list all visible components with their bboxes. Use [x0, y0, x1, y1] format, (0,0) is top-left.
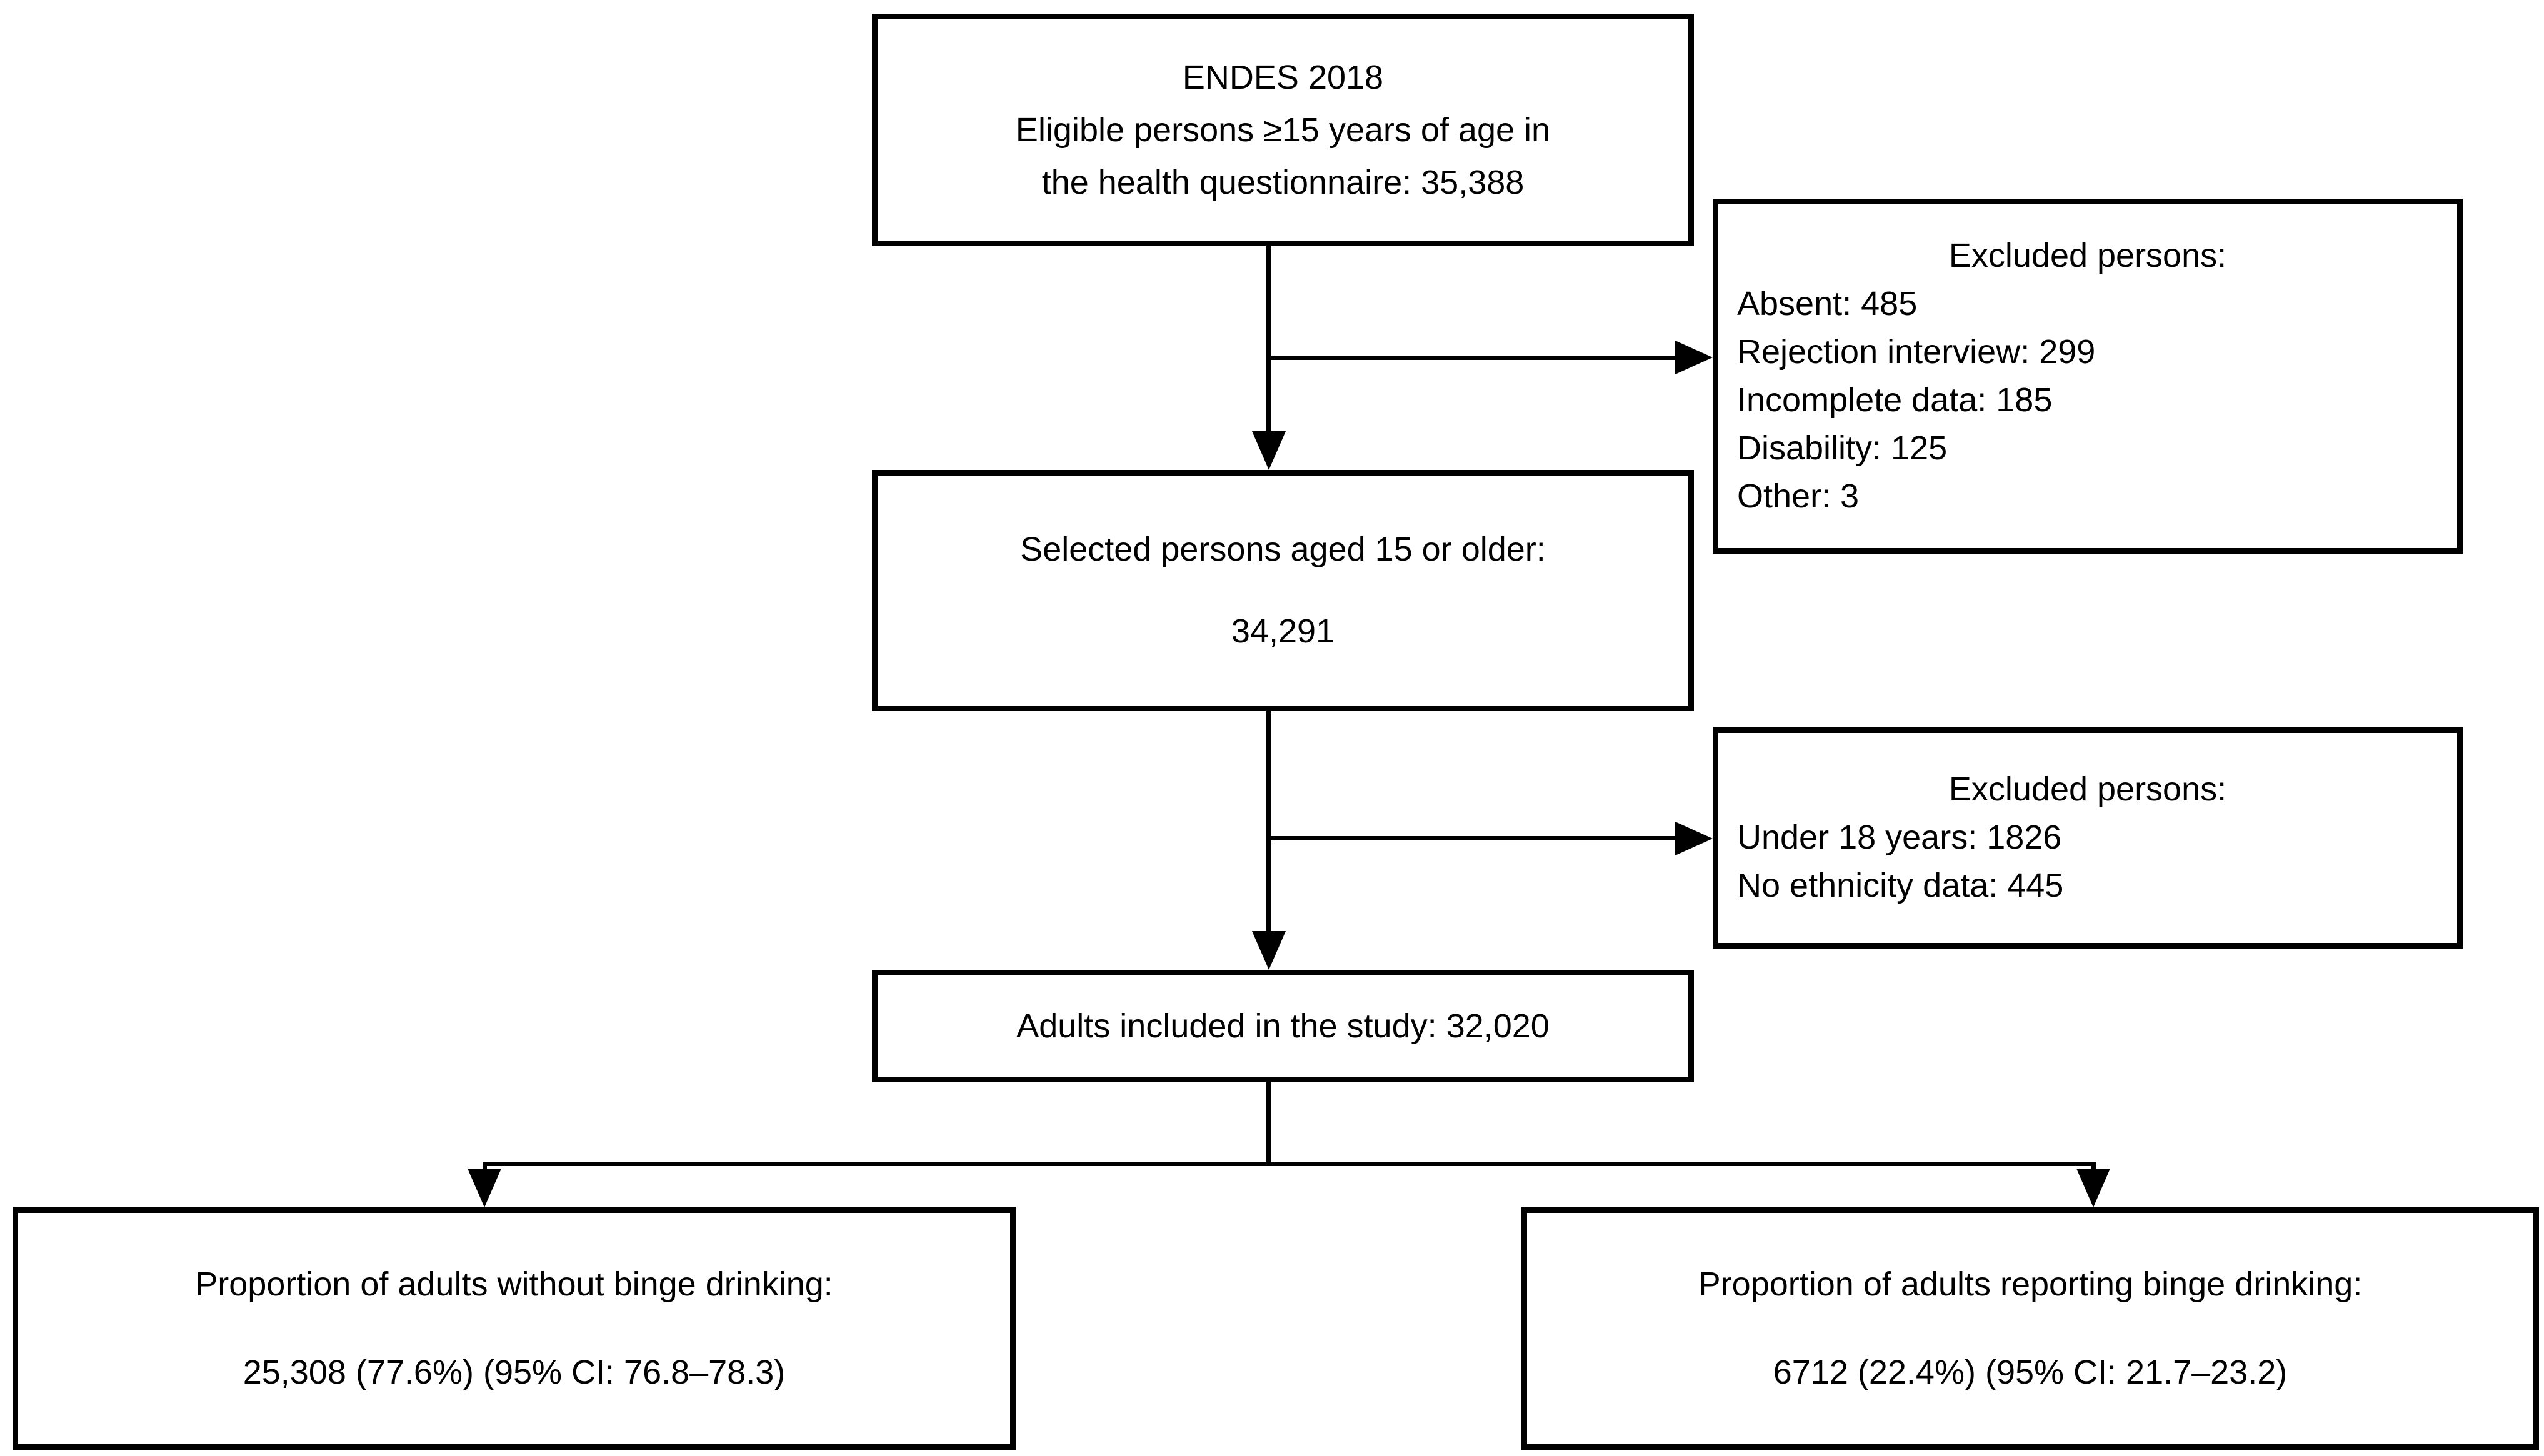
- arrowhead-down-icon: [1252, 431, 1286, 470]
- eligible-box-line-2: Eligible persons ≥15 years of age in: [1015, 111, 1551, 149]
- connector-split-horizontal: [483, 1162, 2096, 1166]
- excluded-1-item-incomplete: Incomplete data: 185: [1737, 381, 2053, 419]
- excluded-1-title: Excluded persons:: [1948, 237, 2227, 274]
- selected-box-count: 34,291: [1231, 612, 1335, 650]
- excluded-1-item-rejection: Rejection interview: 299: [1737, 333, 2096, 371]
- no-binge-box-stats: 25,308 (77.6%) (95% CI: 76.8–78.3): [243, 1354, 786, 1391]
- excluded-2-title: Excluded persons:: [1948, 770, 2227, 808]
- connector-eligible-to-selected: [1266, 246, 1271, 431]
- binge-box-label: Proportion of adults reporting binge dri…: [1698, 1265, 2363, 1303]
- binge-box-stats: 6712 (22.4%) (95% CI: 21.7–23.2): [1773, 1354, 2288, 1391]
- eligible-persons-box: ENDES 2018 Eligible persons ≥15 years of…: [872, 14, 1694, 246]
- excluded-1-item-disability: Disability: 125: [1737, 429, 1948, 467]
- binge-drinking-box: Proportion of adults reporting binge dri…: [1521, 1207, 2539, 1450]
- adults-included-box: Adults included in the study: 32,020: [872, 970, 1694, 1082]
- eligible-box-line-3: the health questionnaire: 35,388: [1041, 164, 1525, 201]
- connector-split-right-drop: [2091, 1162, 2096, 1174]
- connector-branch-to-excluded-1: [1266, 356, 1679, 360]
- connector-selected-to-adults: [1266, 711, 1271, 934]
- eligible-box-title: ENDES 2018: [1182, 59, 1384, 96]
- excluded-persons-box-2: Excluded persons: Under 18 years: 1826 N…: [1713, 727, 2463, 949]
- adults-box-label: Adults included in the study: 32,020: [1016, 1007, 1550, 1045]
- excluded-2-item-under-18: Under 18 years: 1826: [1737, 819, 2062, 856]
- excluded-1-item-absent: Absent: 485: [1737, 285, 1918, 322]
- no-binge-box-label: Proportion of adults without binge drink…: [195, 1265, 833, 1303]
- selected-persons-box: Selected persons aged 15 or older: 34,29…: [872, 470, 1694, 711]
- arrowhead-right-icon: [1675, 822, 1713, 855]
- arrowhead-down-icon: [2076, 1169, 2110, 1207]
- excluded-1-item-other: Other: 3: [1737, 477, 1860, 515]
- excluded-2-item-no-ethnicity: No ethnicity data: 445: [1737, 867, 2064, 904]
- arrowhead-down-icon: [1252, 931, 1286, 970]
- connector-adults-to-split: [1266, 1082, 1271, 1166]
- no-binge-drinking-box: Proportion of adults without binge drink…: [13, 1207, 1016, 1450]
- arrowhead-right-icon: [1675, 341, 1713, 374]
- connector-branch-to-excluded-2: [1266, 836, 1679, 840]
- selected-box-label: Selected persons aged 15 or older:: [1020, 531, 1546, 568]
- arrowhead-down-icon: [468, 1169, 501, 1207]
- excluded-persons-box-1: Excluded persons: Absent: 485 Rejection …: [1713, 199, 2463, 554]
- connector-split-left-drop: [483, 1162, 487, 1174]
